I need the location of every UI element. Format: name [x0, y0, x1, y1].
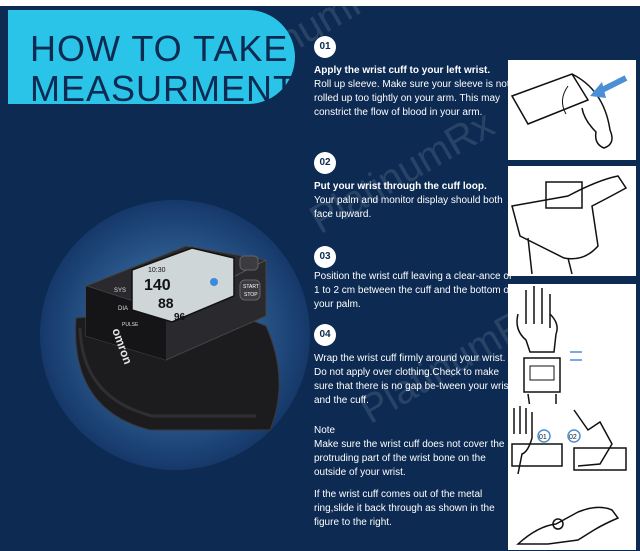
- step-1-body: Roll up sleeve. Make sure your sleeve is…: [314, 79, 510, 118]
- device-sys-value: 140: [144, 277, 171, 294]
- memory-button[interactable]: [239, 255, 259, 271]
- note-text-2: If the wrist cuff comes out of the metal…: [314, 489, 495, 528]
- illustration-wrist-bone: [508, 500, 636, 550]
- step-number-1: 01: [314, 36, 336, 58]
- note-block: Note Make sure the wrist cuff does not c…: [314, 424, 514, 480]
- start-label: START: [243, 284, 259, 290]
- illustration-cuff-loop: [508, 166, 636, 276]
- start-stop-button[interactable]: [239, 279, 261, 301]
- step-text-2: Put your wrist through the cuff loop. Yo…: [314, 180, 514, 222]
- note-block-2: If the wrist cuff comes out of the metal…: [314, 488, 514, 530]
- note-text: Make sure the wrist cuff does not cover …: [314, 439, 505, 478]
- device-sys-label: SYS: [114, 288, 126, 294]
- illustration-cuff-ring: 01 02: [508, 404, 636, 500]
- bluetooth-icon: [210, 278, 218, 286]
- step-2-heading: Put your wrist through the cuff loop.: [314, 181, 487, 192]
- device-pulse-value: 96: [174, 312, 186, 323]
- step-4-body: Wrap the wrist cuff firmly around your w…: [314, 353, 512, 406]
- device-dia-value: 88: [158, 295, 174, 311]
- title-line-1: HOW TO TAKE: [30, 28, 289, 69]
- measure-label: 1 to 2 cm: [586, 351, 628, 362]
- step-2-body: Your palm and monitor display should bot…: [314, 195, 503, 220]
- device-pulse-label: PULSE: [122, 322, 139, 328]
- step-text-4: Wrap the wrist cuff firmly around your w…: [314, 352, 514, 408]
- title-banner: HOW TO TAKE MEASURMENT: [8, 10, 295, 109]
- note-heading: Note: [314, 425, 336, 436]
- step-number-3: 03: [314, 246, 336, 268]
- step-number-4: 04: [314, 324, 336, 346]
- illus-label-1: 01: [539, 434, 547, 441]
- blood-pressure-monitor-illustration: 10:30 140 88 96 SYS DIA PULSE START STOP…: [75, 245, 280, 431]
- stop-label: STOP: [244, 292, 258, 298]
- illus-label-2: 02: [569, 434, 577, 441]
- device-time: 10:30: [148, 267, 166, 274]
- device-dia-label: DIA: [118, 306, 128, 312]
- illustration-cuff-position: [508, 284, 636, 408]
- step-text-1: Apply the wrist cuff to your left wrist.…: [314, 64, 514, 120]
- title-line-2: MEASURMENT: [30, 68, 297, 109]
- step-number-2: 02: [314, 152, 336, 174]
- step-text-3: Position the wrist cuff leaving a clear-…: [314, 270, 514, 312]
- illustration-apply-cuff: [508, 60, 636, 160]
- step-3-body: Position the wrist cuff leaving a clear-…: [314, 271, 512, 310]
- step-1-heading: Apply the wrist cuff to your left wrist.: [314, 65, 491, 76]
